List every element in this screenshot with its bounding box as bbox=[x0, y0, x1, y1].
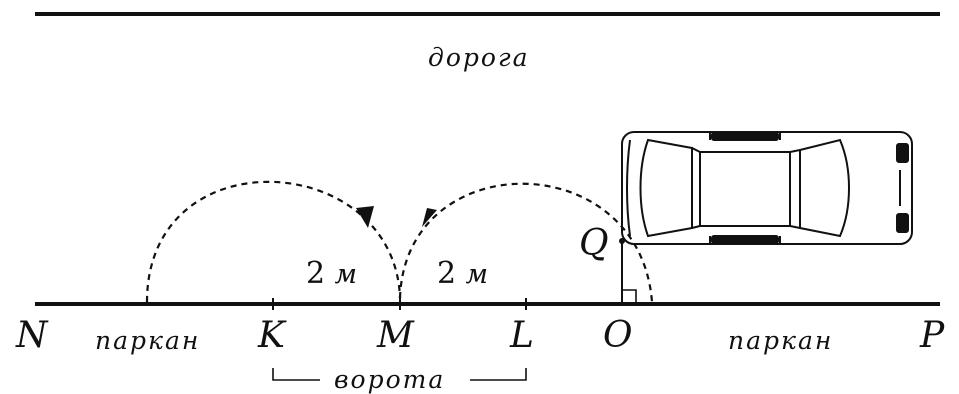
point-label-l: L bbox=[510, 315, 534, 356]
fence-label-right: паркан bbox=[728, 326, 834, 355]
distance-ml-value: 2 bbox=[437, 256, 457, 291]
point-label-k: K bbox=[258, 315, 285, 356]
arc-arrowhead-right bbox=[422, 208, 437, 227]
distance-label-km: 2 м bbox=[306, 259, 357, 289]
car-icon bbox=[621, 131, 913, 245]
fence-label-left: паркан bbox=[95, 326, 201, 355]
gate-label: ворота bbox=[334, 365, 446, 394]
arc-arrowhead-left bbox=[356, 206, 374, 228]
road-label: дорога bbox=[428, 43, 530, 72]
point-label-m: M bbox=[377, 315, 414, 356]
distance-km-value: 2 bbox=[306, 256, 326, 291]
gate-arc-right bbox=[398, 182, 654, 303]
gate-bracket bbox=[272, 368, 527, 381]
distance-ml-unit: м bbox=[465, 259, 489, 290]
point-label-q: Q bbox=[579, 223, 609, 264]
distance-label-ml: 2 м bbox=[437, 259, 488, 289]
point-label-o: O bbox=[603, 315, 633, 356]
point-label-n: N bbox=[16, 315, 48, 356]
distance-km-unit: м bbox=[334, 259, 358, 290]
gate-arc-left bbox=[145, 180, 402, 303]
point-label-p: P bbox=[920, 315, 945, 356]
right-angle-mark bbox=[622, 289, 637, 304]
